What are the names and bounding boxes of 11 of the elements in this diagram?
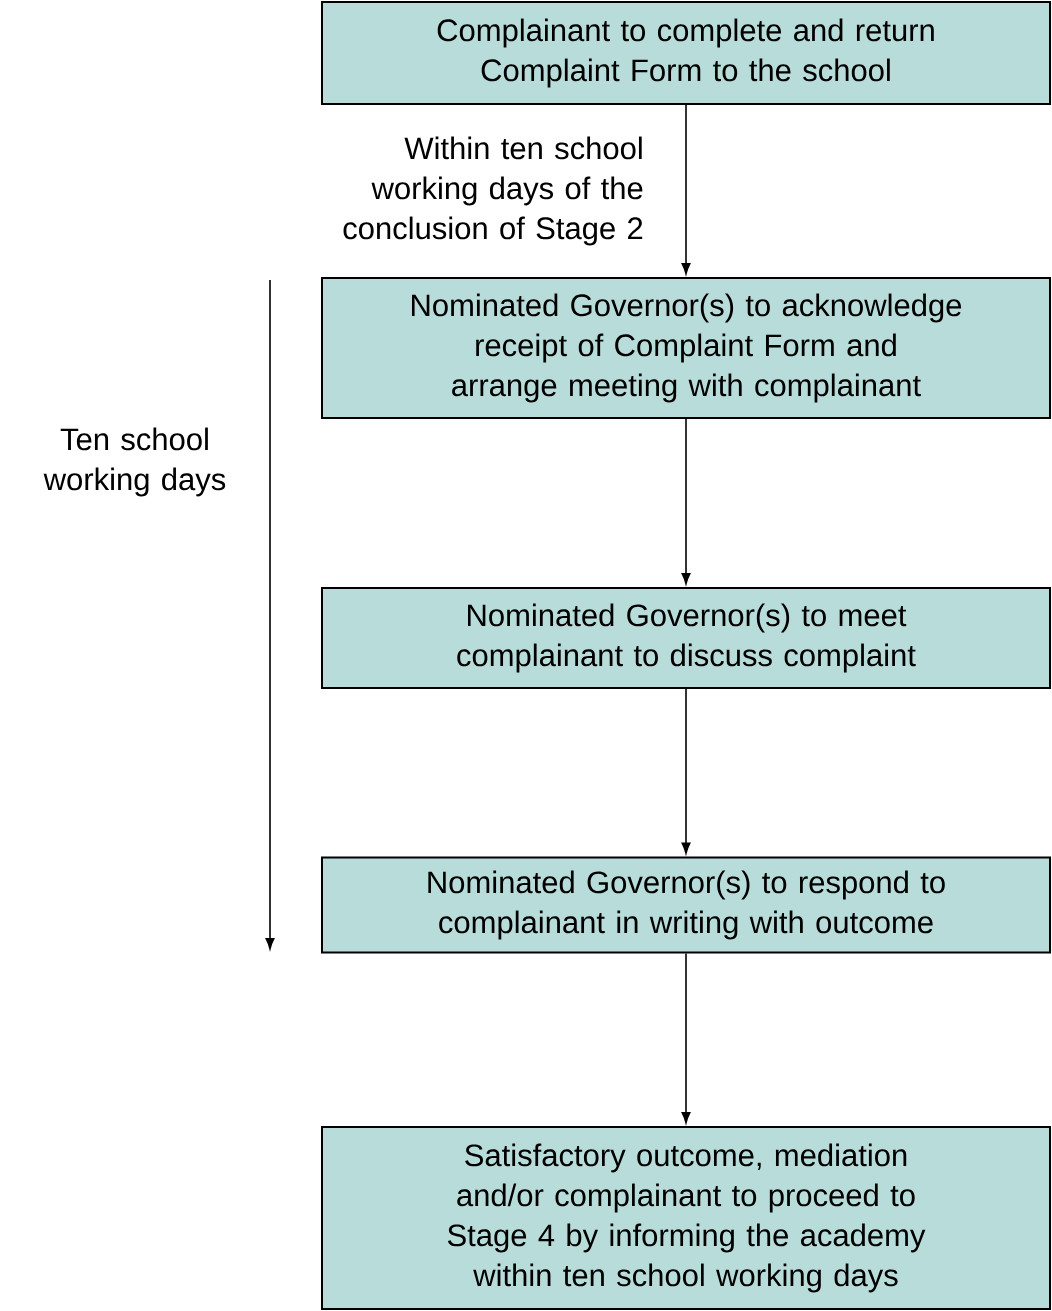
process-box: Satisfactory outcome, mediation and/or complainant to proceed to Stage 4 by informing the academy within ten school working days	[321, 1126, 1051, 1310]
process-box: Nominated Governor(s) to acknowledge receipt of Complaint Form and arrange meeting with complainant	[321, 277, 1051, 419]
process-box: Nominated Governor(s) to meet complainant to discuss complaint	[321, 587, 1051, 689]
process-box: Nominated Governor(s) to respond to complainant in writing with outcome	[321, 856, 1051, 954]
duration-label: Ten school working days	[43, 427, 226, 497]
arrow	[681, 418, 691, 585]
arrow	[681, 688, 691, 854]
process-box: Complainant to complete and return Complaint Form to the school	[321, 1, 1051, 105]
edge-label: Within ten school working days of the conclusion of Stage 2	[343, 136, 643, 246]
arrow	[681, 104, 691, 275]
arrow	[681, 952, 691, 1124]
